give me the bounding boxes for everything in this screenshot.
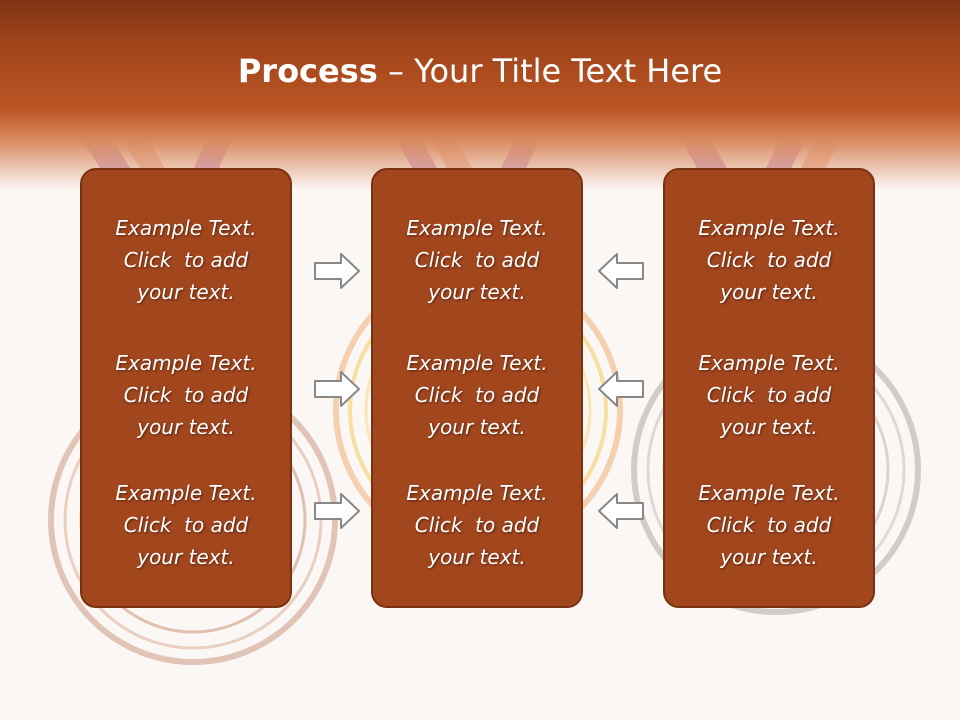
text-item[interactable]: Example Text. Click to add your text. bbox=[665, 477, 873, 573]
text-item[interactable]: Example Text. Click to add your text. bbox=[373, 347, 581, 443]
text-line: Click to add bbox=[414, 383, 540, 407]
title-banner bbox=[0, 0, 960, 190]
slide-title[interactable]: Process – Your Title Text Here bbox=[0, 52, 960, 90]
arrow-left-icon bbox=[598, 253, 644, 289]
text-item[interactable]: Example Text. Click to add your text. bbox=[665, 347, 873, 443]
text-line: Click to add bbox=[123, 513, 249, 537]
text-line: Example Text. bbox=[115, 216, 257, 240]
text-line: Click to add bbox=[414, 513, 540, 537]
text-line: Click to add bbox=[706, 513, 832, 537]
text-item[interactable]: Example Text. Click to add your text. bbox=[82, 477, 290, 573]
text-line: your text. bbox=[720, 280, 818, 304]
text-line: Example Text. bbox=[406, 216, 548, 240]
text-item[interactable]: Example Text. Click to add your text. bbox=[82, 212, 290, 308]
arrow-left-icon bbox=[598, 493, 644, 529]
text-line: Click to add bbox=[123, 248, 249, 272]
text-line: your text. bbox=[137, 280, 235, 304]
text-item[interactable]: Example Text. Click to add your text. bbox=[373, 212, 581, 308]
title-rest: – Your Title Text Here bbox=[377, 52, 723, 90]
arrow-left-icon bbox=[598, 371, 644, 407]
text-line: Click to add bbox=[706, 383, 832, 407]
text-item[interactable]: Example Text. Click to add your text. bbox=[373, 477, 581, 573]
text-line: Click to add bbox=[706, 248, 832, 272]
arrow-right-icon bbox=[314, 493, 360, 529]
process-box-left[interactable]: Example Text. Click to add your text. Ex… bbox=[80, 168, 292, 608]
arrow-right-icon bbox=[314, 371, 360, 407]
text-line: your text. bbox=[137, 545, 235, 569]
process-box-center[interactable]: Example Text. Click to add your text. Ex… bbox=[371, 168, 583, 608]
text-line: your text. bbox=[720, 545, 818, 569]
text-line: Click to add bbox=[123, 383, 249, 407]
text-line: Example Text. bbox=[115, 481, 257, 505]
text-line: Click to add bbox=[414, 248, 540, 272]
text-line: Example Text. bbox=[406, 481, 548, 505]
text-line: your text. bbox=[428, 280, 526, 304]
process-box-right[interactable]: Example Text. Click to add your text. Ex… bbox=[663, 168, 875, 608]
text-line: your text. bbox=[720, 415, 818, 439]
text-line: your text. bbox=[428, 545, 526, 569]
text-line: Example Text. bbox=[115, 351, 257, 375]
text-line: your text. bbox=[428, 415, 526, 439]
text-line: Example Text. bbox=[698, 481, 840, 505]
text-line: your text. bbox=[137, 415, 235, 439]
text-line: Example Text. bbox=[406, 351, 548, 375]
text-line: Example Text. bbox=[698, 351, 840, 375]
text-item[interactable]: Example Text. Click to add your text. bbox=[665, 212, 873, 308]
text-item[interactable]: Example Text. Click to add your text. bbox=[82, 347, 290, 443]
text-line: Example Text. bbox=[698, 216, 840, 240]
arrow-right-icon bbox=[314, 253, 360, 289]
title-bold: Process bbox=[237, 52, 378, 90]
